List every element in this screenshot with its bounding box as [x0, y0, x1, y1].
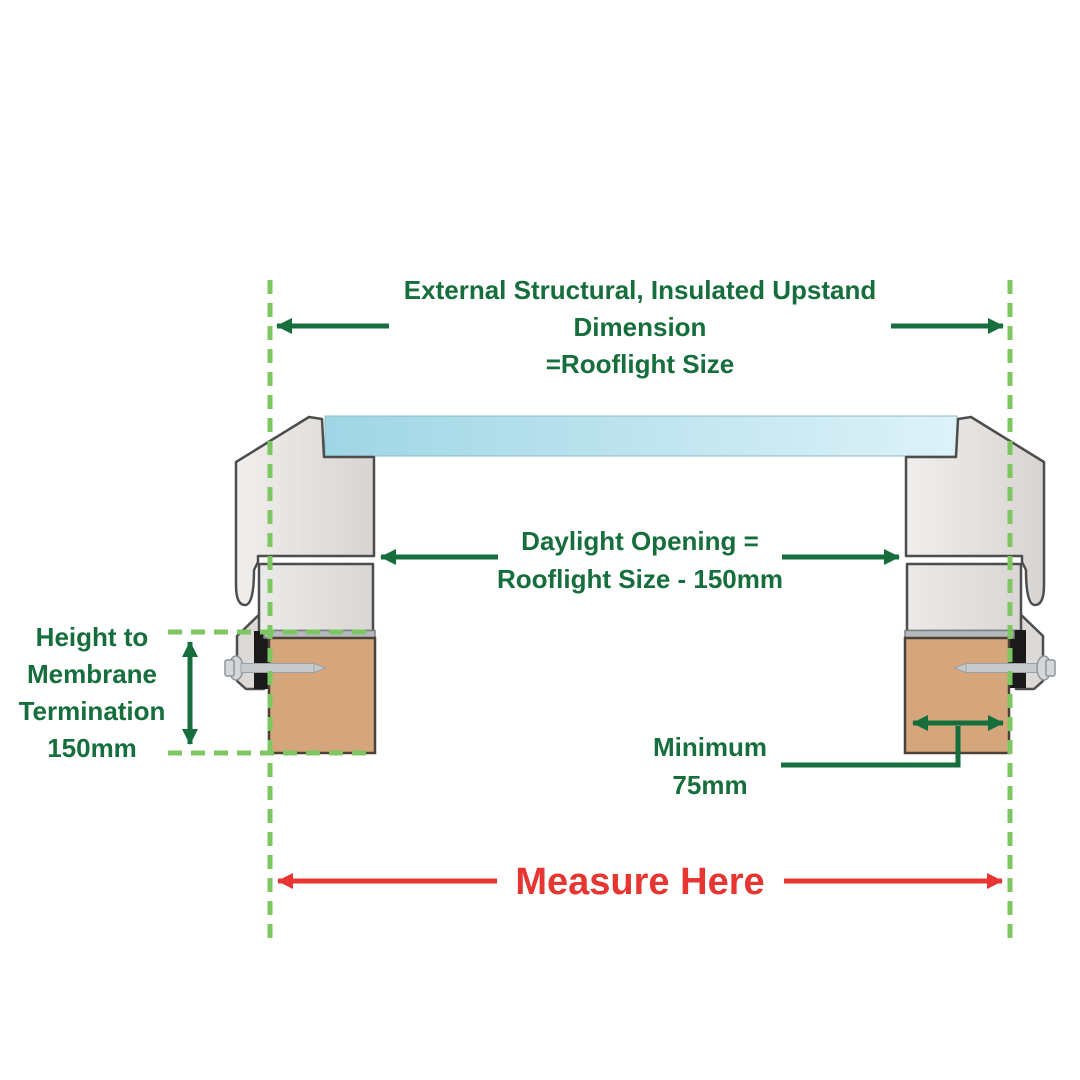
right-fixing-screw: [953, 655, 1056, 681]
label-minimum-width: Minimum 75mm: [615, 728, 805, 804]
membrane-height-line-3: Termination: [18, 696, 166, 726]
rooflight-glass-panel: [324, 415, 958, 457]
label-daylight-opening: Daylight Opening = Rooflight Size - 150m…: [340, 522, 940, 598]
daylight-opening-line-1: Daylight Opening =: [521, 526, 759, 556]
left-membrane-strip: [254, 631, 271, 689]
membrane-height-line-2: Membrane: [26, 659, 158, 689]
membrane-height-line-1: Height to: [35, 622, 149, 652]
label-membrane-height: Height to Membrane Termination 150mm: [2, 619, 182, 767]
label-measure-here: Measure Here: [515, 861, 765, 903]
minimum-width-line-1: Minimum: [652, 732, 768, 762]
left-timber-kerb: [267, 636, 377, 755]
minimum-width-line-2: 75mm: [672, 770, 748, 800]
dimension-arrows: [182, 318, 1004, 768]
upstand-dimension-line-1: External Structural, Insulated Upstand: [403, 275, 877, 305]
upstand-dimension-line-2: Dimension: [573, 312, 707, 342]
dashed-guide-lines: [168, 280, 1013, 947]
daylight-opening-line-2: Rooflight Size - 150mm: [496, 564, 784, 594]
upstand-dimension-line-3: =Rooflight Size: [545, 349, 735, 379]
left-fixing-screw: [224, 655, 327, 681]
right-membrane-strip: [1009, 630, 1026, 688]
left-upstand-body: [257, 562, 375, 633]
membrane-height-line-4: 150mm: [47, 733, 137, 763]
label-upstand-dimension: External Structural, Insulated Upstand D…: [240, 272, 1040, 383]
minimum-width-leader-line: [781, 726, 961, 768]
